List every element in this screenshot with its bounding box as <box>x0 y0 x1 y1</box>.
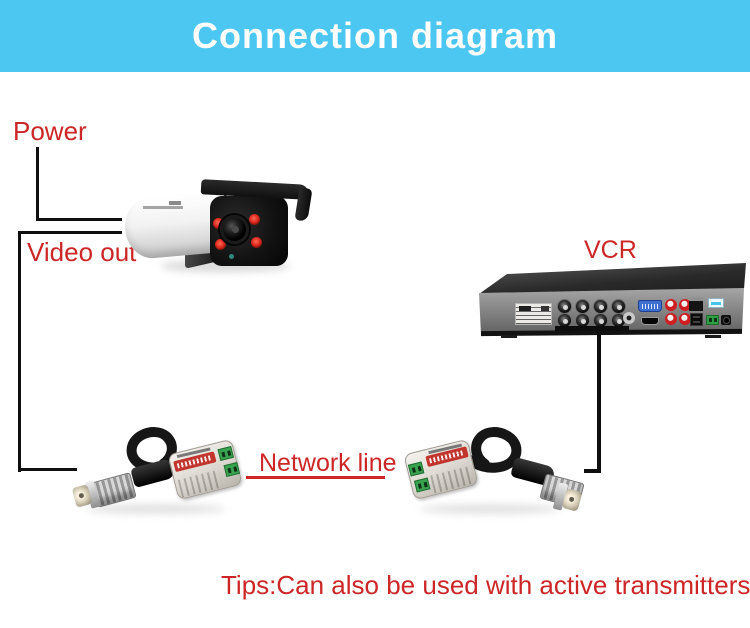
bnc-port <box>557 313 572 328</box>
dvr-foot <box>705 335 721 338</box>
rca-port <box>679 299 691 311</box>
vcr-line-vertical <box>597 330 601 473</box>
vga-port <box>638 300 662 312</box>
camera-body-marking <box>169 201 181 205</box>
balun-terminal <box>223 462 241 478</box>
dc-power-jack <box>721 315 731 325</box>
power-label: Power <box>13 116 87 146</box>
video-out-line-vertical <box>18 231 21 472</box>
bnc-port <box>611 299 626 314</box>
bnc-port <box>593 313 608 328</box>
terminal-block <box>706 315 719 325</box>
camera-lens-highlight <box>232 226 239 233</box>
balun-shadow <box>420 504 560 514</box>
rca-port <box>665 299 677 311</box>
camera-status-led <box>229 254 234 259</box>
balun-shadow <box>86 504 226 514</box>
balun-terminal <box>413 477 431 493</box>
dvr-foot <box>501 335 517 338</box>
vcr-label: VCR <box>584 236 637 264</box>
ir-led-icon <box>213 218 224 229</box>
ir-led-icon <box>251 237 262 248</box>
camera-lens-icon <box>220 215 249 244</box>
usb-ports <box>690 313 703 326</box>
dvr-label-sticker <box>515 303 552 325</box>
video-balun-left-icon <box>66 426 252 518</box>
camera-device-icon <box>122 179 315 272</box>
rca-port <box>665 313 677 325</box>
balun-terminal <box>407 461 425 477</box>
vcr-device-icon <box>477 263 747 339</box>
hdmi-port <box>641 317 659 325</box>
power-line-horizontal <box>36 218 122 221</box>
rca-port <box>679 313 691 325</box>
network-line-underline <box>246 476 385 479</box>
balun-cable <box>465 427 522 473</box>
network-line-label: Network line <box>259 449 397 477</box>
bnc-port <box>575 299 590 314</box>
bnc-port <box>593 299 608 314</box>
ir-led-icon <box>215 239 226 250</box>
bnc-port-row <box>557 299 626 314</box>
tips-label: Tips:Can also be used with active transm… <box>221 570 750 600</box>
ir-led-icon <box>249 214 260 225</box>
camera-body-marking <box>143 206 183 209</box>
video-out-label: Video out <box>27 237 137 267</box>
balun-terminal <box>217 445 234 462</box>
bnc-port <box>557 299 572 314</box>
vcr-line-foot <box>584 469 601 473</box>
ethernet-port <box>689 297 703 311</box>
video-in-strip <box>555 326 629 331</box>
video-balun-right-icon <box>400 426 586 518</box>
header-banner: Connection diagram <box>0 0 750 72</box>
dvr-info-sticker <box>708 298 724 308</box>
audio-port <box>623 312 635 324</box>
power-line-vertical <box>36 147 39 221</box>
page-title: Connection diagram <box>191 15 559 56</box>
video-out-line-bottom <box>18 468 77 471</box>
video-out-line-top <box>18 231 122 234</box>
rca-port-group <box>665 299 691 325</box>
